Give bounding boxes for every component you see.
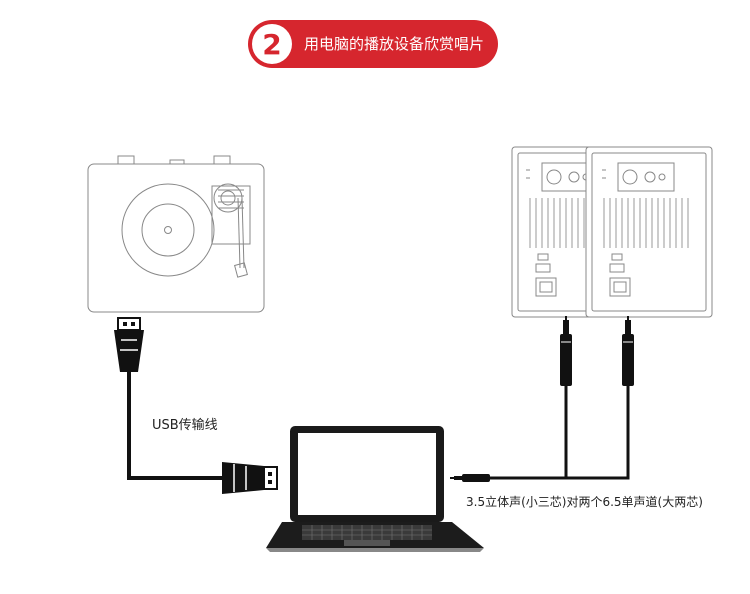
turntable-icon — [87, 155, 265, 313]
step-title: 用电脑的播放设备欣赏唱片 — [304, 35, 485, 53]
laptop-icon — [266, 426, 484, 552]
step-number-badge: 2 — [252, 24, 292, 64]
usb-cable — [114, 317, 278, 494]
usb-cable-label: USB传输线 — [152, 418, 218, 433]
step-banner: 2 用电脑的播放设备欣赏唱片 — [248, 20, 498, 68]
audio-cable-label: 3.5立体声(小三芯)对两个6.5单声道(大两芯) — [466, 495, 703, 509]
audio-cable — [450, 316, 634, 482]
speaker-right-icon — [585, 146, 713, 318]
